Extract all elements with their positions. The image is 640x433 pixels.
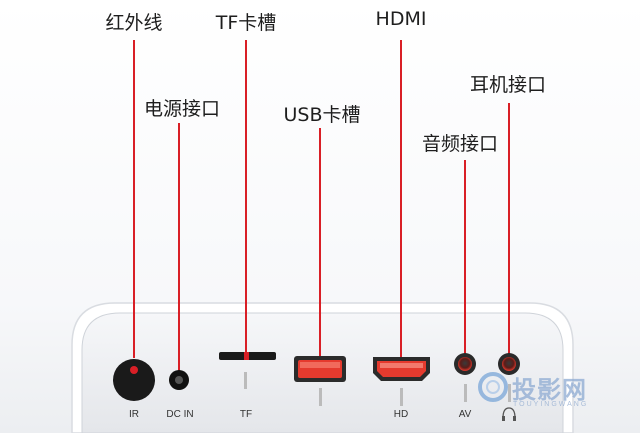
av-jack-inner — [458, 357, 472, 371]
port-label-av: AV — [458, 409, 472, 420]
usb-indicator-bar — [319, 388, 322, 406]
hdmi-indicator-bar — [400, 388, 403, 406]
watermark-subtext: TOUYINGWANG — [513, 401, 589, 408]
watermark-logo-icon — [478, 372, 508, 402]
port-label-tf: TF — [239, 409, 253, 420]
callout-label-ir: 红外线 — [105, 12, 163, 34]
usb-port-pins — [300, 362, 340, 368]
earphone-indicator-bar — [508, 384, 511, 402]
callout-label-power: 电源接口 — [143, 98, 221, 120]
port-label-ir: IR — [129, 409, 139, 420]
callout-label-tf: TF卡槽 — [215, 12, 277, 34]
tf-callout-mark — [244, 352, 249, 360]
av-indicator-bar — [464, 384, 467, 402]
hdmi-port-pins — [380, 363, 423, 368]
port-label-dc-in: DC IN — [166, 409, 194, 420]
callout-label-audio: 音频接口 — [421, 133, 499, 155]
earphone-jack-inner — [502, 357, 516, 371]
callout-label-usb: USB卡槽 — [283, 104, 361, 126]
headphone-icon — [502, 407, 516, 421]
ir-sensor — [113, 359, 155, 401]
callout-label-earphone: 耳机接口 — [469, 74, 547, 96]
tf-indicator-bar — [244, 372, 247, 389]
watermark-text: 投影网 — [512, 376, 587, 404]
port-label-hd: HD — [393, 409, 409, 420]
callout-lines — [133, 40, 510, 373]
callout-label-hdmi: HDMI — [375, 8, 427, 30]
ir-callout-dot — [130, 366, 138, 374]
dc-in-pin — [175, 376, 183, 384]
